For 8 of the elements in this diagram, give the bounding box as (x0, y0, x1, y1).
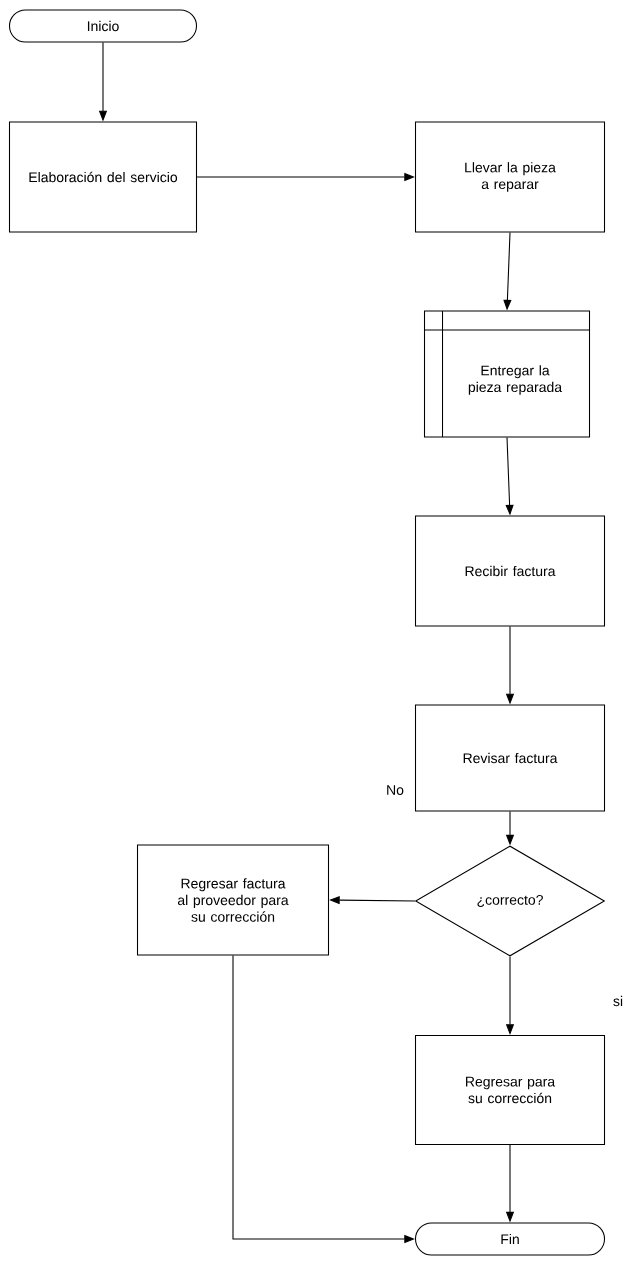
process-box: Recibir factura (414, 515, 606, 627)
process-box: Llevar la pieza a reparar (414, 121, 606, 233)
process-box: Regresar para su corrección (414, 1034, 606, 1146)
predefined-process-box: Entregar la pieza reparada (423, 310, 591, 438)
process-box: Revisar factura (414, 704, 606, 812)
process-box: Elaboración del servicio (8, 121, 198, 233)
branch-label: si (613, 995, 623, 1007)
process-box: Regresar factura al proveedor para su corrección (136, 844, 330, 956)
